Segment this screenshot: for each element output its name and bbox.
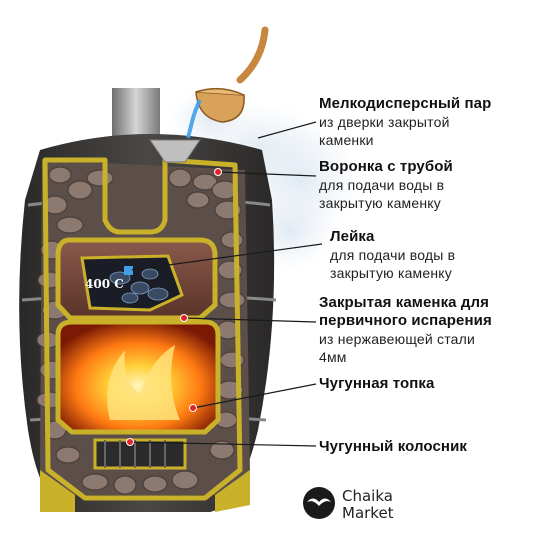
stone: [48, 166, 72, 184]
seagull-logo-icon: [303, 487, 335, 519]
label-watering: Лейка для подачи воды в закрытую каменку: [330, 228, 536, 282]
label-firebox: Чугунная топка: [319, 375, 529, 393]
stone: [211, 180, 239, 200]
label-closed-heater-desc: из нержавеющей стали 4мм: [319, 331, 476, 365]
leader-funnel: [217, 171, 317, 177]
stone: [171, 470, 199, 490]
stove-base-right: [215, 470, 250, 512]
label-funnel: Воронка с трубой для подачи воды в закры…: [319, 158, 529, 212]
leader-firebox: [192, 383, 317, 409]
steel-casing: [42, 157, 243, 501]
stone: [81, 473, 109, 491]
label-steam-title: Мелкодисперсный пар: [319, 95, 492, 112]
label-closed-heater: Закрытая каменка для первичного испарени…: [319, 294, 529, 366]
label-funnel-title: Воронка с трубой: [319, 158, 453, 175]
logo-line2: Market: [342, 504, 394, 522]
ash-pit: [93, 438, 187, 470]
water-drop-marker: [124, 266, 133, 275]
grate-bars: [104, 440, 166, 468]
leader-steam: [257, 121, 317, 139]
label-firebox-title: Чугунная топка: [319, 375, 435, 392]
label-watering-desc: для подачи воды в закрытую каменку: [330, 247, 456, 281]
stone: [55, 446, 81, 464]
leader-markers: [126, 168, 222, 446]
label-grate-title: Чугунный колосник: [319, 438, 468, 455]
stone: [209, 440, 235, 460]
stone: [67, 180, 93, 200]
logo-line1: Chaika: [342, 487, 393, 505]
stone: [56, 216, 84, 234]
stone: [218, 291, 246, 309]
label-steam-desc: из дверки закрытой каменки: [319, 114, 450, 148]
stone: [86, 169, 114, 187]
stone: [113, 475, 137, 495]
stone: [168, 168, 192, 188]
wooden-ladle-icon: [186, 26, 269, 139]
firebox-chamber: [55, 319, 221, 435]
leader-lines: [129, 121, 323, 447]
stone: [142, 475, 168, 493]
leader-grate: [129, 441, 317, 447]
stone: [192, 173, 218, 191]
chaika-market-logo: Chaika Market: [302, 486, 442, 526]
label-watering-title: Лейка: [330, 228, 375, 245]
flames: [107, 345, 180, 420]
leader-closed-heater: [183, 317, 317, 323]
stone: [186, 191, 210, 209]
water-funnel: [149, 139, 201, 163]
temperature-label: 400 C: [85, 277, 124, 291]
label-closed-heater-title: Закрытая каменка для первичного испарени…: [319, 294, 492, 329]
stone: [220, 231, 244, 249]
label-funnel-desc: для подачи воды в закрытую каменку: [319, 177, 445, 211]
label-steam: Мелкодисперсный пар из дверки закрытой к…: [319, 95, 529, 149]
logo-text: Chaika Market: [342, 488, 394, 522]
hot-stones: [109, 268, 169, 304]
label-grate: Чугунный колосник: [319, 438, 529, 456]
stove-base: [40, 470, 75, 512]
leader-watering: [131, 243, 323, 271]
